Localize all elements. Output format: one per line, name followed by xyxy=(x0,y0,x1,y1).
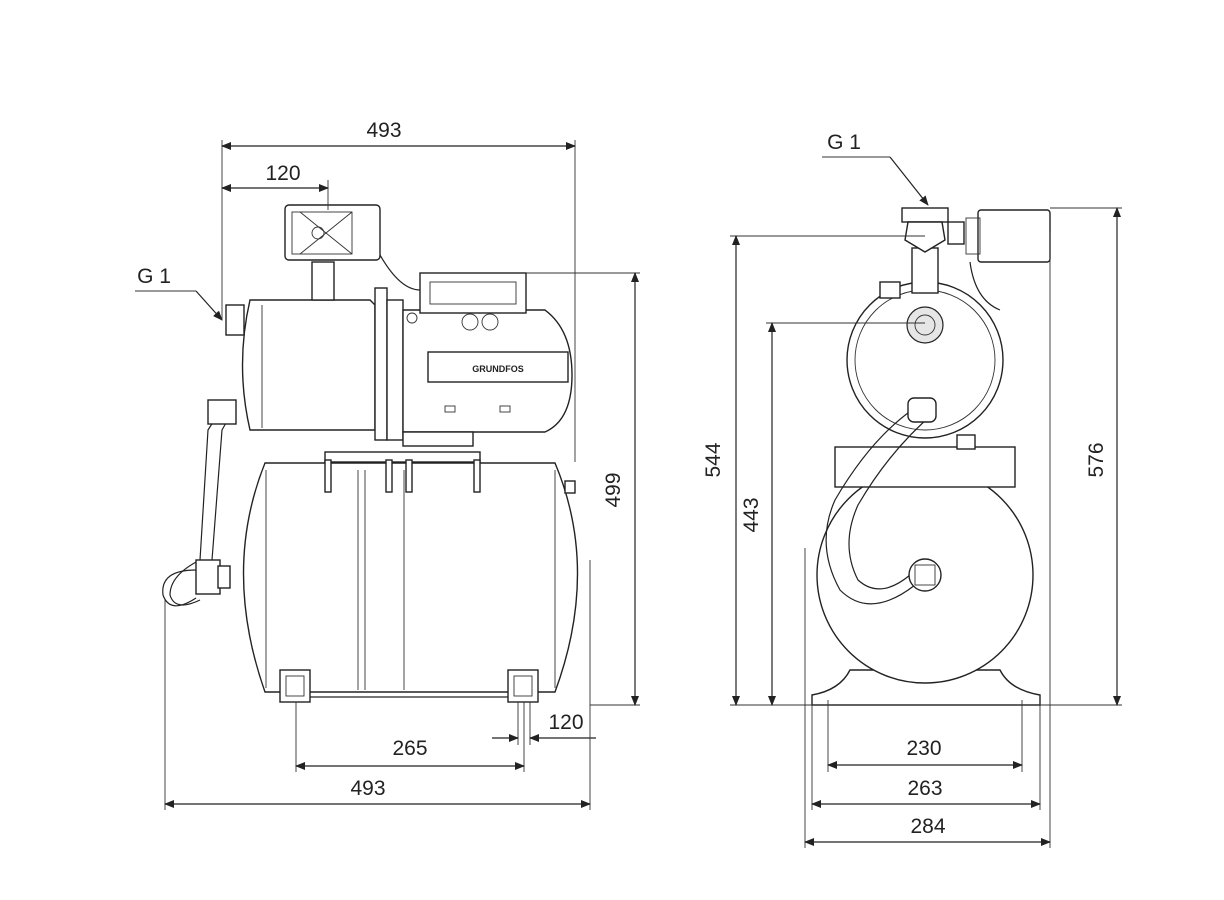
dim-side-263: 263 xyxy=(811,705,1041,810)
tank-feet xyxy=(279,669,539,703)
dim-side-284-label: 284 xyxy=(910,815,945,838)
dim-side-576-label: 576 xyxy=(1085,442,1108,477)
tank-bracket xyxy=(324,451,481,493)
dim-inlet-offset-label: 120 xyxy=(265,162,300,185)
dim-width-top: 493 xyxy=(221,119,576,462)
pressure-tank xyxy=(242,462,579,693)
dim-foot-spacing-label: 265 xyxy=(392,737,427,760)
brand-label: GRUNDFOS xyxy=(472,364,524,374)
pressure-switch xyxy=(284,204,421,301)
pump-motor: GRUNDFOS xyxy=(402,272,573,447)
side-pump xyxy=(846,247,1004,450)
dim-height: 499 xyxy=(526,272,640,706)
side-hose xyxy=(825,397,942,605)
side-base xyxy=(811,669,1041,706)
dim-inlet-offset: 120 xyxy=(221,162,329,210)
outlet-callout: G 1 xyxy=(822,131,929,206)
dim-width-bottom-label: 493 xyxy=(350,777,385,800)
front-hose xyxy=(162,399,237,607)
dim-side-544: 544 xyxy=(702,235,1122,706)
dim-side-284: 284 xyxy=(804,232,1051,848)
dim-side-263-label: 263 xyxy=(907,777,942,800)
dim-width-bottom: 493 xyxy=(164,560,591,810)
dim-side-544-label: 544 xyxy=(702,442,725,477)
pump-housing xyxy=(225,287,404,441)
dim-width-top-label: 493 xyxy=(366,119,401,142)
side-switch xyxy=(901,207,1051,311)
front-view: GRUNDFOS xyxy=(135,119,640,810)
dim-foot-offset-label: 120 xyxy=(548,711,583,734)
dim-side-230-label: 230 xyxy=(906,737,941,760)
inlet-label: G 1 xyxy=(137,265,171,288)
inlet-callout: G 1 xyxy=(135,265,223,321)
dim-side-443-label: 443 xyxy=(740,497,763,532)
outlet-label: G 1 xyxy=(827,131,861,154)
dim-foot-offset: 120 xyxy=(492,702,596,745)
dim-height-label: 499 xyxy=(602,472,625,507)
dim-side-443: 443 xyxy=(740,322,925,706)
dim-side-576: 576 xyxy=(1050,207,1122,706)
dim-foot-spacing: 265 xyxy=(295,702,525,772)
side-view: G 1 544 443 576 230 xyxy=(702,131,1122,848)
dim-side-230: 230 xyxy=(827,700,1023,772)
